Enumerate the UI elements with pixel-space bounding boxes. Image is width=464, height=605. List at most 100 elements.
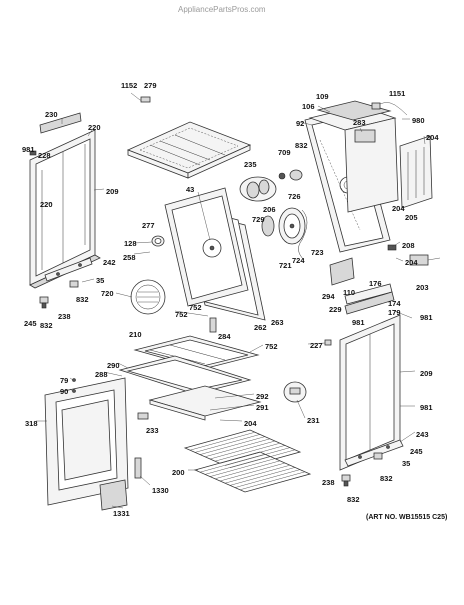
door-hinge-1330 (134, 457, 142, 479)
callout-209: 209 (420, 369, 433, 378)
callout-235: 235 (244, 160, 257, 169)
callout-220: 220 (88, 123, 101, 132)
callout-205: 205 (405, 213, 418, 222)
callout-1152: 1152 (121, 81, 138, 90)
callout-233: 233 (146, 426, 159, 435)
vent-cover-205 (399, 135, 433, 209)
heater-assembly-176-174 (344, 283, 395, 315)
wire-harness-1151 (371, 102, 408, 116)
callout-263: 263 (271, 318, 284, 327)
callout-981: 981 (352, 318, 365, 327)
callout-231: 231 (307, 416, 320, 425)
callout-292: 292 (256, 392, 269, 401)
wire-harness-208 (387, 244, 397, 251)
callout-90: 90 (60, 387, 69, 396)
leader-lines (36, 105, 426, 509)
callout-723: 723 (311, 248, 324, 257)
callout-179: 179 (388, 308, 401, 317)
watermark: AppliancePartsPros.com (178, 5, 266, 14)
callout-1151: 1151 (389, 89, 406, 98)
leveling-leg-right (341, 452, 383, 487)
callout-294: 294 (322, 292, 335, 301)
callout-981: 981 (420, 313, 433, 322)
callout-43: 43 (186, 185, 195, 194)
callout-981: 981 (22, 145, 35, 154)
callout-110: 110 (343, 288, 356, 297)
callout-709: 709 (278, 148, 291, 157)
terminal-block-203 (409, 254, 441, 266)
callout-245: 245 (24, 319, 37, 328)
callout-92: 92 (296, 119, 305, 128)
hinge-bracket-242 (44, 257, 93, 282)
igniter-switch-1152 (130, 92, 151, 103)
callout-284: 284 (218, 332, 231, 341)
bottom-frame-290 (118, 355, 252, 395)
callout-243: 243 (416, 430, 429, 439)
callout-1330: 1330 (152, 486, 169, 495)
sensor-709 (289, 169, 303, 181)
callout-230: 230 (45, 110, 58, 119)
callout-288: 288 (95, 370, 108, 379)
callout-277: 277 (142, 221, 155, 230)
callout-290: 290 (107, 361, 120, 370)
callout-109: 109 (316, 92, 329, 101)
callout-318: 318 (25, 419, 38, 428)
callout-832: 832 (295, 141, 308, 150)
drawer-base-291 (148, 385, 262, 421)
door-screws-79-90 (72, 378, 76, 393)
callout-279: 279 (144, 81, 157, 90)
callout-228: 228 (38, 151, 51, 160)
leveling-leg-left (39, 280, 79, 309)
callout-35: 35 (402, 459, 411, 468)
callout-203: 203 (416, 283, 429, 292)
callout-752: 752 (189, 303, 202, 312)
callout-204: 204 (392, 204, 405, 213)
control-panel-106-109 (308, 100, 399, 213)
callout-832: 832 (40, 321, 53, 330)
callout-832: 832 (347, 495, 360, 504)
side-trim-230 (39, 112, 82, 134)
callout-724: 724 (292, 256, 305, 265)
callout-220: 220 (40, 200, 53, 209)
bake-element-720 (130, 279, 166, 315)
clip-227 (324, 339, 332, 346)
callout-291: 291 (256, 403, 269, 412)
bracket-294 (329, 257, 355, 286)
art-number: (ART NO. WB15515 C25) (366, 514, 448, 521)
callout-262: 262 (254, 323, 267, 332)
callout-35: 35 (96, 276, 105, 285)
callout-210: 210 (129, 330, 142, 339)
callout-242: 242 (103, 258, 116, 267)
callout-720: 720 (101, 289, 114, 298)
callout-752: 752 (265, 342, 278, 351)
callout-1331: 1331 (113, 509, 130, 518)
callout-721: 721 (279, 261, 292, 270)
oven-door-318 (44, 377, 129, 506)
callout-128: 128 (124, 239, 137, 248)
callout-204: 204 (405, 258, 418, 267)
callout-206: 206 (263, 205, 276, 214)
door-bottom-1331 (99, 479, 128, 511)
callout-208: 208 (402, 241, 415, 250)
callout-174: 174 (388, 299, 401, 308)
oven-cavity-43 (164, 187, 249, 307)
callout-238: 238 (322, 478, 335, 487)
drawer-glide-233 (137, 412, 149, 420)
callout-245: 245 (410, 447, 423, 456)
callout-200: 200 (172, 468, 185, 477)
callout-204: 204 (426, 133, 439, 142)
convection-element-723 (298, 209, 308, 261)
clip-981-228 (29, 150, 37, 156)
callout-229: 229 (329, 305, 342, 314)
right-side-panel-209 (339, 314, 401, 471)
callout-258: 258 (123, 253, 136, 262)
convection-fan-assembly-726 (278, 207, 306, 245)
callout-283: 283 (353, 118, 366, 127)
callout-204: 204 (244, 419, 257, 428)
callout-79: 79 (60, 376, 69, 385)
callout-209: 209 (106, 187, 119, 196)
callout-729: 729 (252, 215, 265, 224)
sensor-231 (283, 381, 307, 403)
callout-238: 238 (58, 312, 71, 321)
